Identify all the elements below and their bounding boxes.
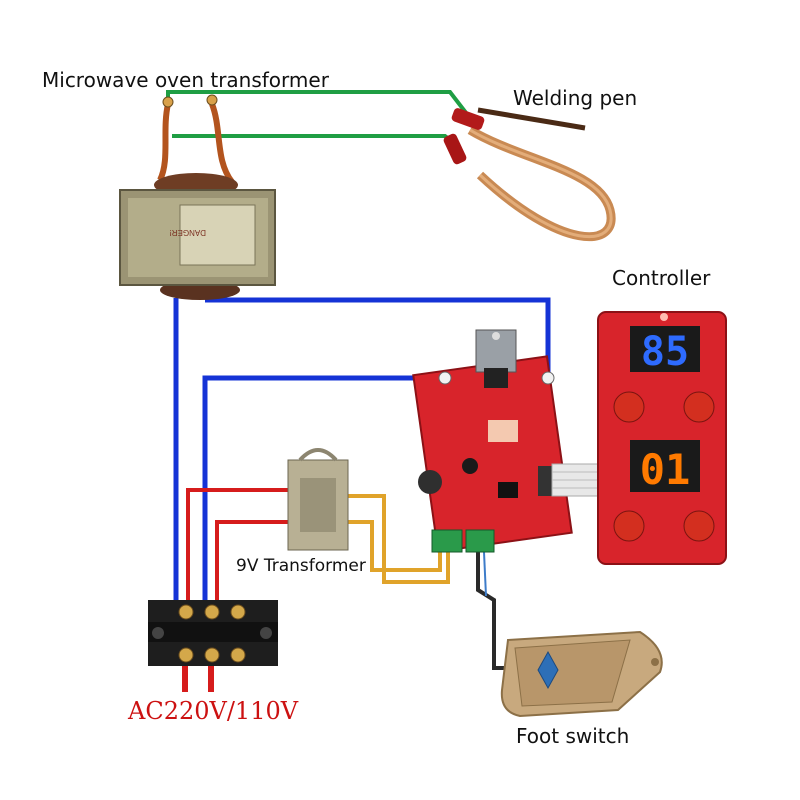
foot-switch [500, 630, 663, 718]
terminal-mount-hole-right [260, 627, 272, 639]
mains-wire-mot-to-board [205, 297, 551, 378]
transformer-9v-bracket [298, 448, 338, 462]
board-relay [488, 420, 518, 442]
foot-switch-lead [483, 551, 487, 597]
display-bottom-value: 01 [640, 445, 691, 494]
primary-wire-2 [215, 520, 290, 612]
controller-button-top-right[interactable] [683, 391, 715, 423]
mot-label-plate [179, 204, 256, 266]
triac [484, 368, 508, 388]
board-terminal-mains-right [541, 371, 555, 385]
terminal-screw-3 [230, 604, 246, 620]
terminal-mount-hole [152, 627, 164, 639]
terminal-screw-4 [178, 647, 194, 663]
terminal-screw-5 [204, 647, 220, 663]
controller-button-bottom-left[interactable] [613, 510, 645, 542]
screw-terminal-foot-switch [465, 529, 495, 553]
controller-pcb [597, 311, 727, 565]
control-board [412, 329, 573, 553]
mot-lead-right [209, 102, 235, 184]
primary-wire-1 [186, 488, 290, 612]
mains-wires [173, 297, 551, 612]
controller-indicator-led [660, 313, 668, 321]
foot-switch-diamond-icon [537, 650, 559, 690]
mot-lead-left [157, 103, 171, 182]
mot-plate-text: DANGER! [170, 228, 206, 237]
mot-terminal-right [206, 94, 218, 106]
microwave-oven-transformer: DANGER! [119, 94, 276, 300]
secondary-wires [346, 494, 450, 584]
controller-button-top-left[interactable] [613, 391, 645, 423]
mot-terminal-left [162, 96, 174, 108]
welding-pen-handle-2 [443, 133, 467, 165]
board-ribbon-connector [538, 466, 552, 496]
foot-switch-screw [651, 658, 659, 666]
output-wire-lower [172, 134, 460, 148]
foot-switch-cable [476, 550, 510, 670]
display-top-value: 85 [641, 329, 689, 375]
label-foot-switch: Foot switch [516, 724, 630, 748]
terminal-screw-6 [230, 647, 246, 663]
secondary-wire-1 [346, 494, 450, 584]
board-capacitor [418, 470, 442, 494]
welding-pen-handle-1 [451, 108, 485, 130]
board-chip [498, 482, 518, 498]
transformer-9v [287, 448, 349, 551]
controller-panel: 85 01 [597, 311, 727, 565]
label-transformer-9v: 9V Transformer [236, 556, 366, 576]
foot-switch-pedal [514, 639, 631, 707]
ribbon-cable [551, 463, 601, 497]
label-power-input: AC220V/110V [128, 697, 299, 725]
display-bottom-frame [630, 440, 700, 492]
terminal-screw-1 [178, 604, 194, 620]
board-terminal-mains-left [438, 371, 452, 385]
controller-button-bottom-right[interactable] [683, 510, 715, 542]
secondary-wire-2 [346, 520, 442, 572]
power-terminal-block [148, 600, 278, 666]
label-controller: Controller [612, 266, 711, 290]
terminal-screw-2 [204, 604, 220, 620]
board-capacitor-small [462, 458, 478, 474]
display-top-frame [630, 326, 700, 372]
primary-wires [182, 488, 290, 692]
welding-pen-tip [477, 107, 586, 131]
mains-wire-board-left [202, 375, 445, 612]
label-microwave-transformer: Microwave oven transformer [42, 68, 329, 92]
screw-terminal-transformer [431, 529, 463, 553]
label-welding-pen: Welding pen [513, 86, 638, 110]
welding-pen [443, 107, 616, 242]
